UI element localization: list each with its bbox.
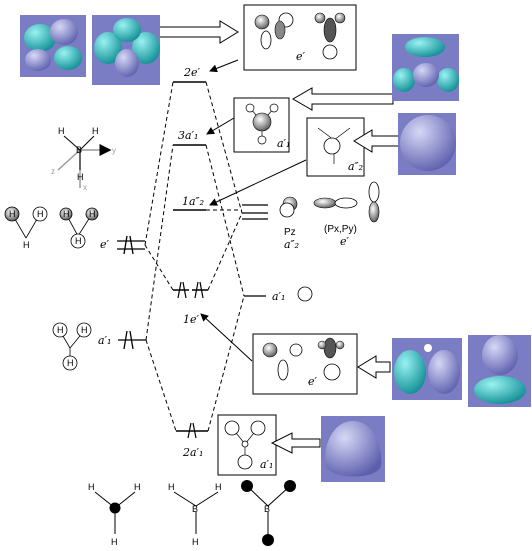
thin-arrows bbox=[200, 59, 307, 362]
svg-text:B: B bbox=[76, 145, 82, 155]
svg-text:H: H bbox=[92, 126, 99, 136]
pxy-label: (Px,Py) bbox=[324, 224, 357, 235]
bottom-h3-fragment: H H H bbox=[88, 482, 141, 547]
svg-text:B: B bbox=[264, 504, 270, 514]
bottom-b-with-lobes: B bbox=[241, 480, 296, 546]
arrow-icon bbox=[357, 355, 391, 379]
py-orbital-icon bbox=[368, 181, 380, 223]
svg-text:H: H bbox=[215, 482, 222, 492]
pxy-sym: e′ bbox=[340, 235, 350, 248]
svg-text:z: z bbox=[51, 167, 55, 176]
svg-text:H: H bbox=[77, 172, 84, 182]
b-p-levels bbox=[242, 204, 268, 220]
h3-e-level bbox=[117, 235, 145, 255]
svg-text:B: B bbox=[192, 504, 198, 514]
correlation-lines bbox=[144, 81, 245, 432]
svg-text:H: H bbox=[81, 325, 88, 335]
box-a1-lower: a′₁ bbox=[217, 414, 277, 476]
s-orbital-icon bbox=[297, 286, 313, 302]
isosurface-e-top-2 bbox=[92, 15, 160, 85]
svg-text:x: x bbox=[83, 183, 87, 192]
box-e-top: e′ bbox=[243, 4, 357, 71]
svg-text:y: y bbox=[112, 146, 116, 155]
isosurface-e-top-1 bbox=[20, 15, 86, 77]
svg-text:H: H bbox=[63, 209, 70, 219]
arrow-icon bbox=[157, 20, 239, 44]
h3-a1-label: a′₁ bbox=[98, 334, 111, 347]
box-a1-upper: a′₁ bbox=[233, 97, 290, 153]
svg-text:H: H bbox=[67, 358, 74, 368]
bottom-bh3: H H B H bbox=[168, 482, 222, 547]
label-1a2-dprime: 1a″₂ bbox=[182, 195, 204, 208]
arrow-icon bbox=[353, 129, 403, 153]
isosurface-a1-lower bbox=[321, 416, 385, 482]
svg-text:H: H bbox=[168, 482, 175, 492]
h3-e-orbital-2: H H H bbox=[59, 207, 99, 249]
svg-text:H: H bbox=[57, 325, 64, 335]
svg-text:e′: e′ bbox=[296, 50, 306, 63]
axes-sketch: y x z H H B H bbox=[51, 126, 116, 192]
isosurface-a1-upper bbox=[392, 34, 459, 101]
svg-text:H: H bbox=[37, 209, 44, 219]
svg-text:H: H bbox=[192, 537, 199, 547]
label-1e-prime: 1e′ bbox=[183, 313, 200, 326]
arrows bbox=[157, 20, 403, 454]
box-e-lower: e′ bbox=[252, 333, 358, 395]
arrow-icon bbox=[292, 87, 394, 111]
svg-text:H: H bbox=[75, 236, 82, 246]
isosurface-e-lower-2 bbox=[468, 335, 531, 407]
h3-e-orbital-1: H H H bbox=[4, 206, 48, 250]
label-2a1-prime: 2a′₁ bbox=[182, 446, 203, 459]
h3-a1-orbital: H H H bbox=[52, 322, 92, 371]
arrow-icon bbox=[270, 432, 321, 454]
mo-levels bbox=[173, 81, 208, 432]
svg-text:H: H bbox=[88, 482, 95, 492]
pz-label: Pz bbox=[284, 227, 296, 238]
svg-text:H: H bbox=[23, 240, 30, 250]
h3-a1-level bbox=[118, 330, 146, 350]
b-s-sym: a′₁ bbox=[272, 290, 285, 303]
label-2e-prime: 2e′ bbox=[183, 66, 201, 79]
svg-text:H: H bbox=[58, 126, 65, 136]
isosurface-e-lower-1 bbox=[392, 338, 462, 400]
svg-text:H: H bbox=[9, 209, 16, 219]
electron-pairs bbox=[177, 281, 204, 439]
pz-orbital-icon bbox=[279, 196, 298, 218]
svg-text:a″₂: a″₂ bbox=[348, 160, 363, 173]
label-3a1-prime: 3a′₁ bbox=[178, 129, 198, 142]
h3-e-label: e′ bbox=[100, 238, 110, 251]
svg-text:e′: e′ bbox=[308, 375, 318, 388]
box-a2-dprime: a″₂ bbox=[306, 117, 365, 177]
pz-sym: a″₂ bbox=[284, 238, 299, 251]
isosurface-a2-dprime bbox=[398, 113, 456, 175]
svg-text:a′₁: a′₁ bbox=[277, 137, 290, 150]
px-orbital-icon bbox=[313, 197, 358, 209]
svg-text:H: H bbox=[89, 209, 96, 219]
svg-text:H: H bbox=[134, 482, 141, 492]
svg-text:a′₁: a′₁ bbox=[260, 458, 273, 471]
svg-text:H: H bbox=[111, 537, 118, 547]
